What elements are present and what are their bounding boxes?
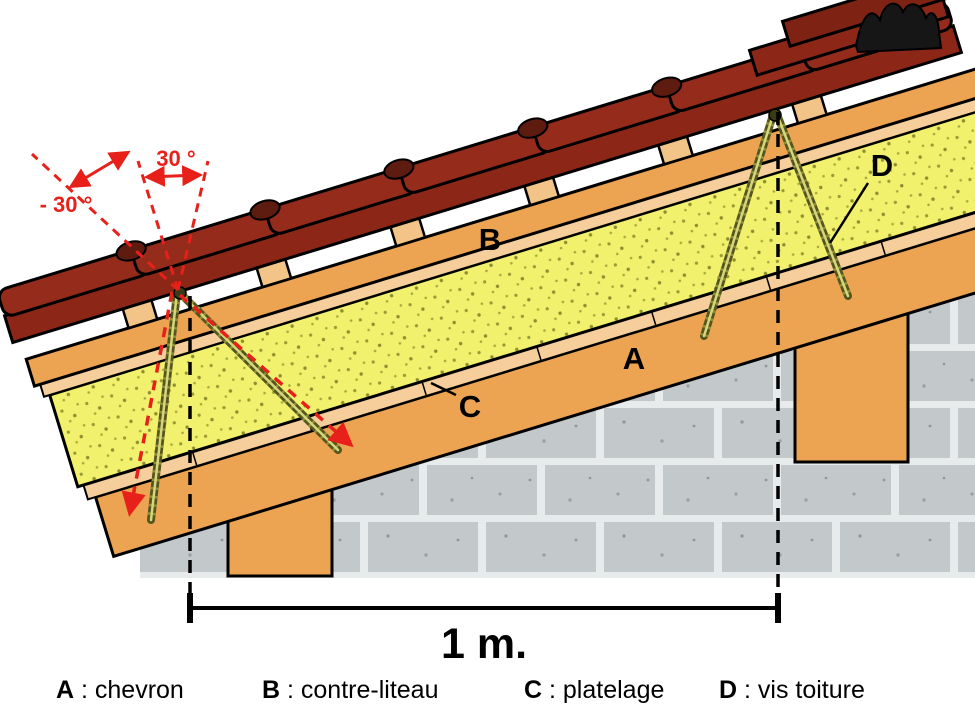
tile-batten-blocks: [121, 93, 829, 330]
dimension-tick-left: [187, 593, 193, 623]
legend-label-a: : chevron: [74, 676, 184, 704]
angle-arrow-minus: [68, 150, 131, 189]
legend-item-d: D : vis toiture: [719, 676, 865, 705]
legend-key-b: B: [262, 676, 281, 704]
angle-label-plus: 30 °: [156, 146, 195, 171]
legend-label-c: : platelage: [542, 676, 665, 704]
angle-ray-right: [176, 160, 210, 291]
legend-item-a: A : chevron: [56, 676, 184, 705]
legend: A : chevron B : contre-liteau C : platel…: [0, 676, 975, 716]
part-label-b: B: [479, 222, 501, 257]
roof-screw-left-vertical: [147, 289, 181, 524]
angle-arrow-plus: [143, 165, 204, 187]
tile-joint: [651, 76, 683, 98]
legend-key-a: A: [56, 676, 75, 704]
counter-batten-strip: [24, 65, 975, 388]
part-label-d: D: [871, 148, 893, 183]
legend-item-b: B : contre-liteau: [262, 676, 438, 705]
screw-range-line-vertical: [121, 291, 174, 517]
dimension-tick-right: [775, 593, 781, 623]
legend-label-d: : vis toiture: [737, 676, 865, 704]
tile-joint: [383, 158, 415, 180]
angle-ray-left: [30, 152, 180, 292]
roof-screw-right-leaning-left: [700, 111, 777, 340]
leader-line-c: [430, 381, 457, 397]
angle-annotation: [30, 150, 354, 517]
legend-item-c: C : platelage: [524, 676, 664, 705]
part-label-a: A: [623, 341, 645, 376]
dimension-label: 1 m.: [441, 620, 527, 668]
legend-key-d: D: [719, 676, 738, 704]
roof-screw-right-leaning-right: [774, 113, 852, 300]
dimension-annotation: [187, 112, 781, 623]
leader-line-d: [828, 182, 870, 244]
tile-joint: [517, 117, 549, 139]
screw-range-line-angled: [178, 293, 354, 448]
tile-joint: [249, 199, 281, 221]
part-label-c: C: [459, 389, 481, 424]
legend-label-b: : contre-liteau: [280, 676, 439, 704]
angle-label-minus: - 30 °: [40, 192, 93, 217]
ridge-finial: [854, 2, 943, 54]
legend-key-c: C: [524, 676, 543, 704]
